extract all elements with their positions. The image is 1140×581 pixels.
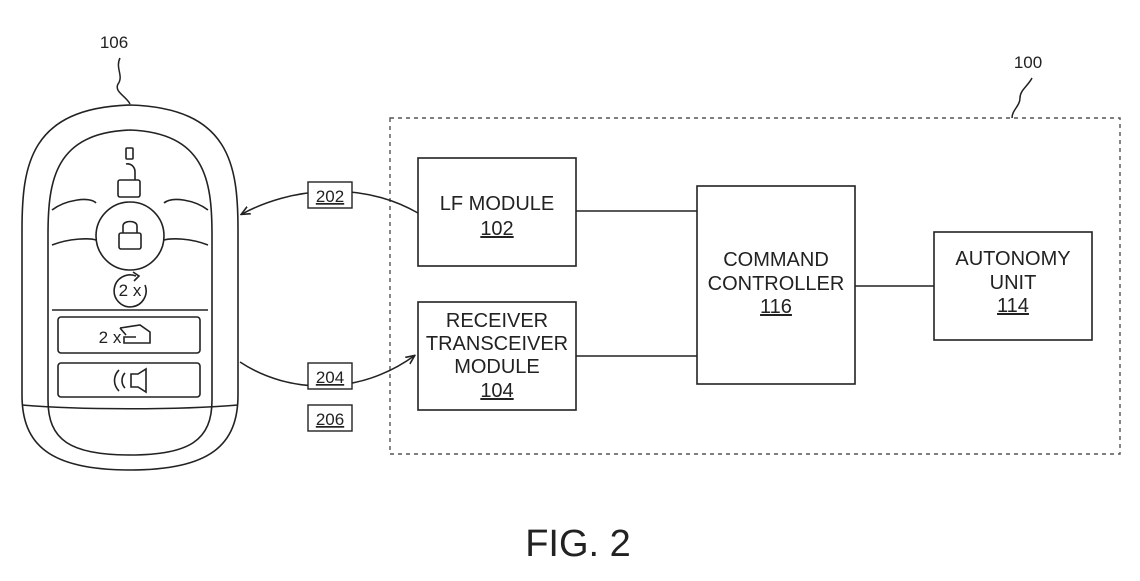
svg-text:TRANSCEIVER: TRANSCEIVER <box>426 333 568 355</box>
svg-text:104: 104 <box>480 380 513 402</box>
svg-text:102: 102 <box>480 218 513 240</box>
svg-text:LF MODULE: LF MODULE <box>440 193 554 215</box>
lf-module-block: LF MODULE 102 <box>417 157 577 267</box>
autonomy-unit-block: AUTONOMY UNIT 114 <box>933 231 1093 341</box>
figure-label: FIG. 2 <box>525 523 631 565</box>
ref-202: 202 <box>307 181 353 209</box>
svg-text:COMMAND: COMMAND <box>723 249 829 271</box>
ref-106: 106 <box>100 33 128 52</box>
svg-text:202: 202 <box>316 187 344 206</box>
command-controller-block: COMMAND CONTROLLER 116 <box>696 185 856 385</box>
key-fob <box>21 104 239 471</box>
remote-start-icon[interactable] <box>113 271 147 308</box>
svg-text:AUTONOMY: AUTONOMY <box>955 248 1070 270</box>
remote-start-label: 2 x <box>119 281 142 300</box>
unlock-icon[interactable] <box>117 163 141 198</box>
svg-text:116: 116 <box>760 296 792 318</box>
lock-icon[interactable] <box>118 220 142 250</box>
leader-106 <box>116 57 131 105</box>
svg-text:CONTROLLER: CONTROLLER <box>708 273 845 295</box>
trunk-icon[interactable] <box>119 324 151 344</box>
svg-text:UNIT: UNIT <box>990 272 1037 294</box>
ref-100: 100 <box>1014 53 1042 72</box>
system-boundary <box>389 117 1121 455</box>
leader-100 <box>1011 77 1033 119</box>
svg-text:RECEIVER: RECEIVER <box>446 310 548 332</box>
svg-text:114: 114 <box>997 295 1029 317</box>
panic-horn-icon[interactable] <box>113 367 147 394</box>
svg-text:206: 206 <box>316 410 344 429</box>
ref-206: 206 <box>307 404 353 432</box>
receiver-transceiver-block: RECEIVER TRANSCEIVER MODULE 104 <box>417 301 577 411</box>
svg-text:MODULE: MODULE <box>454 356 540 378</box>
svg-text:204: 204 <box>316 368 344 387</box>
trunk-label: 2 x <box>99 328 122 347</box>
ref-204: 204 <box>307 362 353 390</box>
